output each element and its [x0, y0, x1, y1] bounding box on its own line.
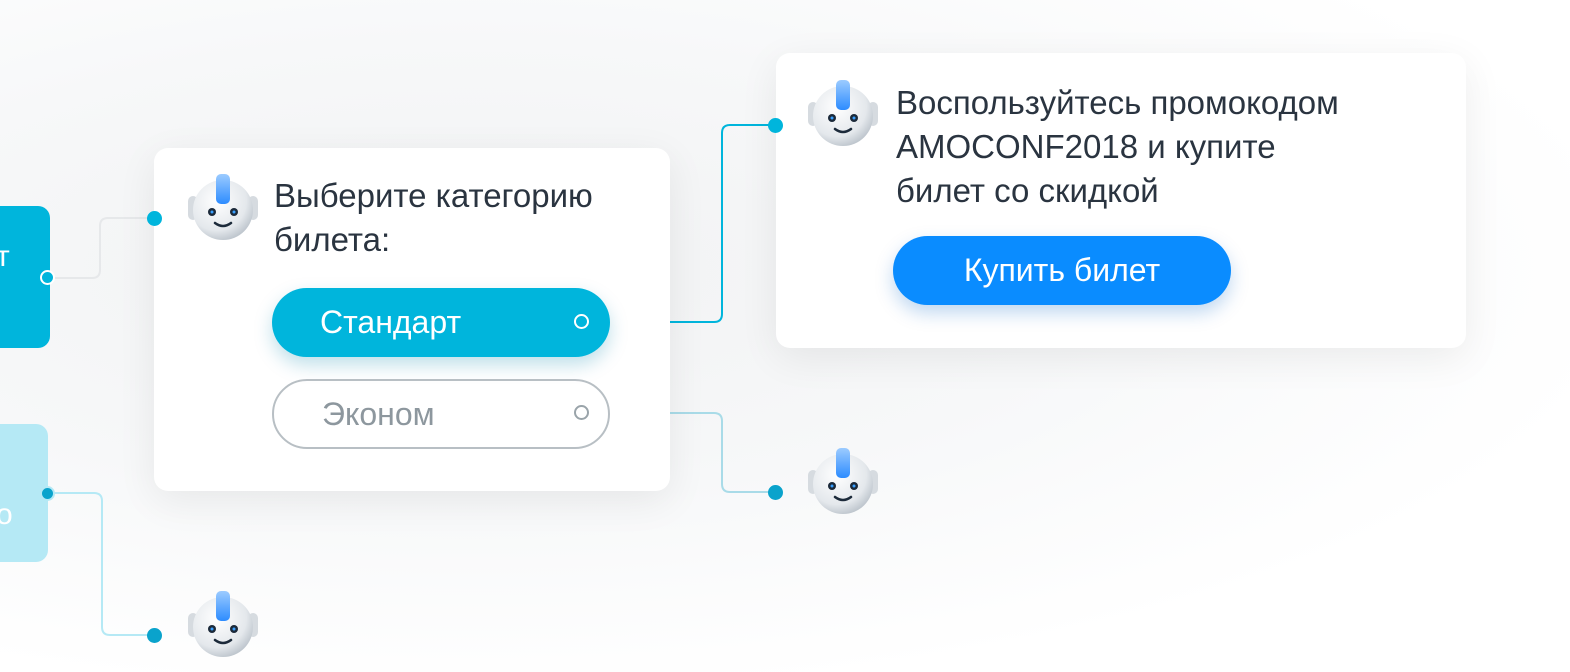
output-port[interactable]	[40, 486, 55, 501]
output-port[interactable]	[40, 270, 55, 285]
button-label: Купить билет	[963, 252, 1161, 288]
input-port[interactable]	[147, 211, 162, 226]
option-standard-port[interactable]	[574, 314, 589, 329]
input-port[interactable]	[147, 628, 162, 643]
option-econom-button[interactable]: Эконом	[272, 379, 610, 449]
bot-avatar-icon	[186, 168, 260, 248]
input-port[interactable]	[768, 118, 783, 133]
node-label: о	[0, 498, 13, 531]
option-econom-port[interactable]	[574, 405, 589, 420]
option-label: Эконом	[322, 395, 435, 432]
buy-ticket-button[interactable]: Купить билет	[893, 236, 1231, 305]
option-standard-button[interactable]: Стандарт	[272, 288, 610, 357]
bot-avatar-icon	[186, 585, 260, 665]
message-line: AMOCONF2018 и купите	[896, 128, 1276, 165]
bot-avatar-icon	[806, 74, 880, 154]
option-label: Стандарт	[320, 304, 462, 340]
bot-avatar-icon	[806, 442, 880, 522]
node-label: т	[0, 240, 10, 273]
step-message: Выберите категорию билета:	[274, 177, 593, 258]
input-port[interactable]	[768, 485, 783, 500]
promo-step-card[interactable]: Воспользуйтесь промокодом AMOCONF2018 и …	[776, 53, 1466, 348]
message-line: билет со скидкой	[896, 172, 1159, 209]
step-message: Воспользуйтесь промокодом AMOCONF2018 и …	[896, 81, 1436, 213]
message-line: Воспользуйтесь промокодом	[896, 84, 1339, 121]
